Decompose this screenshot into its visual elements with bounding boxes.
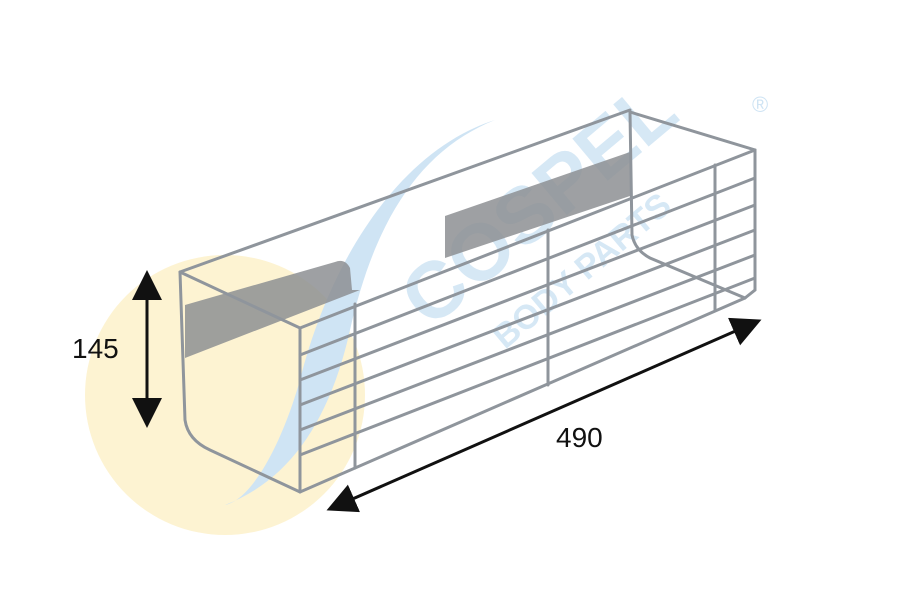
- height-dimension-label: 145: [72, 333, 119, 364]
- watermark-logo: COSPEL BODY PARTS ®: [85, 63, 768, 535]
- length-dimension-label: 490: [556, 422, 603, 453]
- dimension-arrows: [132, 270, 762, 513]
- right-mounting-plate: [445, 152, 630, 258]
- left-mounting-plate: [185, 260, 360, 358]
- watermark-swoosh: [225, 120, 495, 505]
- watermark-registered: ®: [752, 92, 768, 117]
- mounting-plates: [185, 152, 630, 358]
- length-arrow: [326, 317, 762, 513]
